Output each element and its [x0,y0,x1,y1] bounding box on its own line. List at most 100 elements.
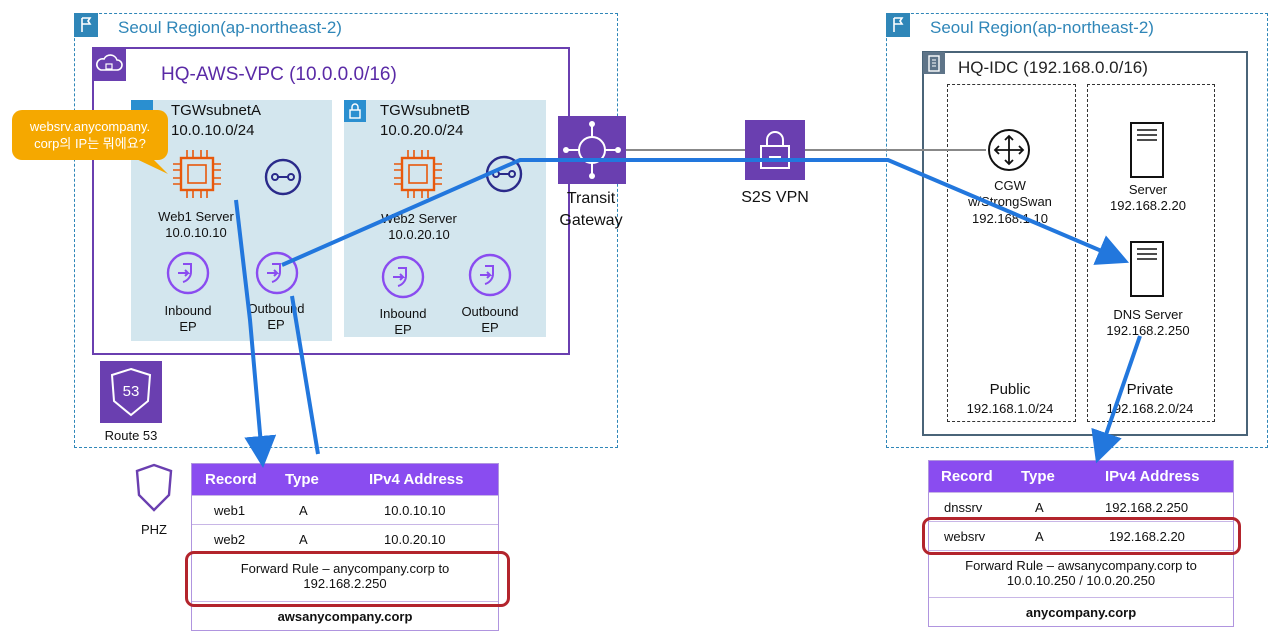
outbound-ep-b-label-2: EP [481,320,499,335]
web2-server-name: Web2 Server [381,211,457,226]
outbound-ep-a-icon [255,251,299,295]
inbound-ep-a-icon [166,251,210,295]
cell-type: A [299,532,308,547]
cell-record: websrv [944,529,986,544]
private-zone-label-1: Private [1126,381,1174,398]
cell-ipv4: 192.168.2.20 [1109,529,1185,544]
cgw-label-2: w/StrongSwan [968,194,1052,209]
question-line-2: corp의 IP는 뭐에요? [34,136,146,151]
question-bubble: websrv.anycompany. corp의 IP는 뭐에요? [12,110,168,160]
forward-rule-line-1: Forward Rule – awsanycompany.corp to [965,558,1197,573]
forward-rule-line-1: Forward Rule – anycompany.corp to [240,561,450,576]
building-icon [923,52,945,74]
phz-record-table: Record Type IPv4 Address web1 A 10.0.10.… [191,463,499,631]
phz-shield-icon [135,463,173,512]
right-region: Seoul Region(ap-northeast-2) [886,13,1268,448]
subnet-a-cidr: 10.0.10.0/24 [171,122,255,139]
inbound-ep-b-label-1: Inbound [379,306,427,321]
cell-ipv4: 10.0.20.10 [384,532,446,547]
cell-ipv4: 10.0.10.10 [384,503,446,518]
inbound-ep-a-label-1: Inbound [164,303,212,318]
outbound-ep-a-label-2: EP [267,317,285,332]
forward-rule-highlight [185,551,510,607]
vpn-tile [745,120,805,180]
table-row: web2 A 10.0.20.10 [192,524,498,554]
vpn-label: S2S VPN [741,189,809,206]
cell-type: A [299,503,308,518]
web1-server-name: Web1 Server [158,209,234,224]
public-zone-label-1: Public [989,381,1031,398]
cell-type: A [1035,500,1044,515]
websrv-record-highlight [922,517,1241,555]
route53-badge: 53 [122,383,140,400]
region-flag-icon [886,13,910,37]
cgw-router-icon [988,129,1030,171]
col-record: Record [941,468,993,485]
subnet-b-lock-icon [344,100,366,122]
outbound-ep-a-label-1: Outbound [247,301,305,316]
table-row: dnssrv A 192.168.2.250 [929,492,1233,522]
idc-record-table: Record Type IPv4 Address dnssrv A 192.16… [928,460,1234,627]
cell-ipv4: 192.168.2.250 [1105,500,1189,515]
subnet-b-cidr: 10.0.20.0/24 [380,122,464,139]
inbound-ep-a-label-2: EP [179,319,197,334]
route53-label: Route 53 [104,428,158,443]
web1-server-ip: 10.0.10.10 [165,225,227,240]
cgw-label-1: CGW [994,178,1026,193]
vpc-endpoint-a-icon [264,158,302,196]
web2-server-ip: 10.0.20.10 [388,227,450,242]
dns-server-icon [1130,241,1164,297]
phz-label: PHZ [141,522,167,537]
question-line-1: websrv.anycompany. [29,119,151,134]
table-header: Record Type IPv4 Address [192,464,498,495]
forward-rule-line-2: 10.0.10.250 / 10.0.20.250 [1006,573,1156,588]
cgw-label-3: 192.168.1.10 [972,211,1048,226]
col-type: Type [285,471,319,488]
bubble-tail [130,156,168,174]
private-zone-label-2: 192.168.2.0/24 [1106,401,1194,416]
server-icon [1130,122,1164,178]
cell-record: web1 [214,503,246,518]
forward-rule-row: Forward Rule – anycompany.corp to 192.16… [192,553,498,602]
public-zone-label-2: 192.168.1.0/24 [966,401,1054,416]
zone-name: anycompany.corp [1025,605,1137,620]
right-region-title: Seoul Region(ap-northeast-2) [930,18,1154,37]
forward-rule-line-2: 192.168.2.250 [303,576,387,591]
outbound-ep-b-icon [468,253,512,297]
idc-title: HQ-IDC (192.168.0.0/16) [958,58,1148,77]
tgw-label-2: Gateway [559,212,623,229]
zone-name: awsanycompany.corp [277,609,413,624]
region-flag-icon [74,13,98,37]
dns-server-label-2: 192.168.2.250 [1106,323,1190,338]
subnet-b-name: TGWsubnetB [380,102,471,119]
col-record: Record [205,471,257,488]
web2-chip-icon [394,150,442,198]
server-label-1: Server [1128,182,1168,197]
table-row: websrv A 192.168.2.20 [929,521,1233,551]
tgw-tile [558,116,626,184]
table-row: web1 A 10.0.10.10 [192,495,498,525]
subnet-a-name: TGWsubnetA [171,102,262,119]
route53-tile [100,361,162,423]
server-label-2: 192.168.2.20 [1110,198,1186,213]
cell-record: web2 [214,532,246,547]
cell-record: dnssrv [944,500,983,515]
col-ipv4: IPv4 Address [1105,468,1200,485]
zone-footer-row: anycompany.corp [929,597,1233,626]
outbound-ep-b-label-1: Outbound [461,304,519,319]
vpc-title: HQ-AWS-VPC (10.0.0.0/16) [161,64,397,85]
forward-rule-row: Forward Rule – awsanycompany.corp to 10.… [929,550,1233,598]
vpc-cloud-icon [92,47,126,81]
col-type: Type [1021,468,1055,485]
inbound-ep-b-label-2: EP [394,322,412,337]
table-header: Record Type IPv4 Address [929,461,1233,492]
zone-footer-row: awsanycompany.corp [192,601,498,630]
dns-server-label-1: DNS Server [1113,307,1183,322]
col-ipv4: IPv4 Address [369,471,464,488]
vpc-endpoint-b-icon [485,155,523,193]
inbound-ep-b-icon [381,255,425,299]
tgw-label-1: Transit [566,190,616,207]
left-region-title: Seoul Region(ap-northeast-2) [118,18,342,37]
web1-chip-icon [173,150,221,198]
cell-type: A [1035,529,1044,544]
